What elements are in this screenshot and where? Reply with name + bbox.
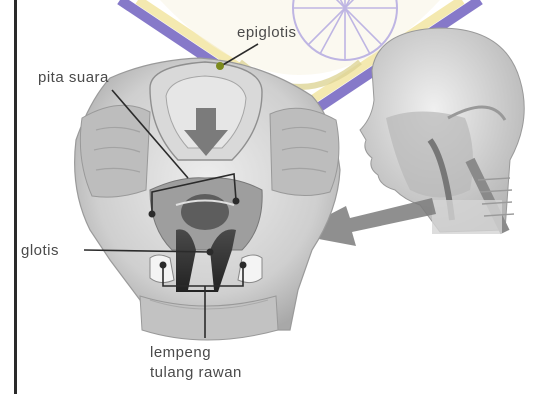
epiglottis-dot <box>216 62 224 70</box>
cartilage-label-line2: tulang rawan <box>150 364 242 381</box>
vocal-cords-label: pita suara <box>38 69 109 86</box>
glottis-dot <box>207 249 214 256</box>
cartilage-left-dot <box>160 262 167 269</box>
cartilage-right-dot <box>240 262 247 269</box>
glottis-label: glotis <box>21 242 59 259</box>
epiglottis-label: epiglotis <box>237 24 297 41</box>
cartilage-label-line1: lempeng <box>150 344 211 361</box>
head-profile <box>360 28 524 234</box>
vocal-cord-left-dot <box>149 211 156 218</box>
vocal-cord-right-dot <box>233 198 240 205</box>
larynx-view <box>75 58 340 340</box>
